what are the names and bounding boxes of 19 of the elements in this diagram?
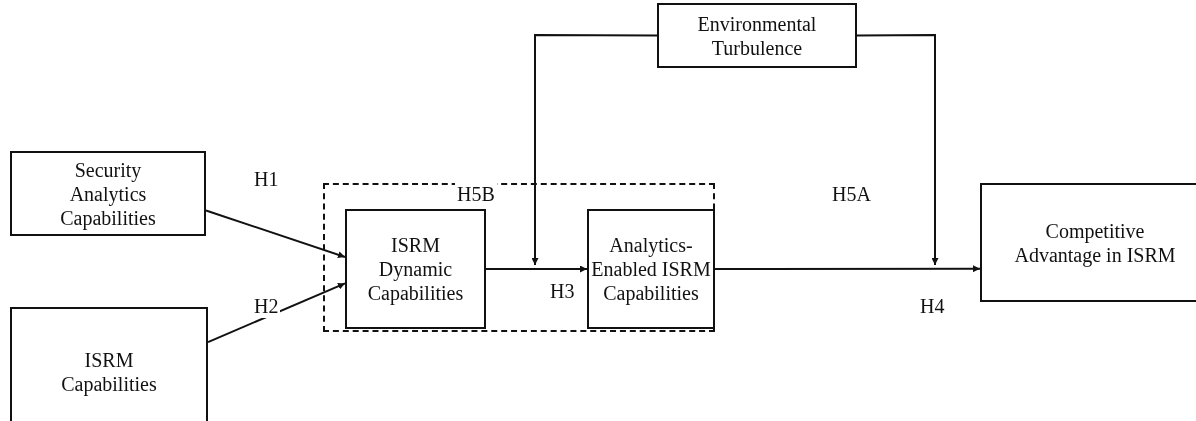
arrow — [531, 34, 658, 266]
node-label: Security Analytics Capabilities — [59, 157, 157, 230]
arrow — [207, 282, 346, 344]
dashed-group-box — [323, 183, 715, 332]
node-label: ISRM Dynamic Capabilities — [366, 233, 465, 305]
process-box — [587, 209, 715, 329]
node-label: Analytics-Enabled ISRM Capabilities — [590, 233, 712, 305]
arrow — [205, 209, 346, 259]
process-box — [345, 209, 486, 329]
process-box — [980, 183, 1196, 302]
node-label: Environmental Turbulence — [696, 11, 818, 60]
process-box — [10, 151, 206, 236]
process-box — [657, 3, 857, 68]
arrow — [856, 34, 939, 266]
node-label: Competitive Advantage in ISRM — [1013, 218, 1177, 267]
process-box — [10, 307, 208, 421]
arrow — [485, 265, 588, 273]
arrow — [714, 265, 981, 273]
node-label: ISRM Capabilities — [60, 348, 158, 396]
